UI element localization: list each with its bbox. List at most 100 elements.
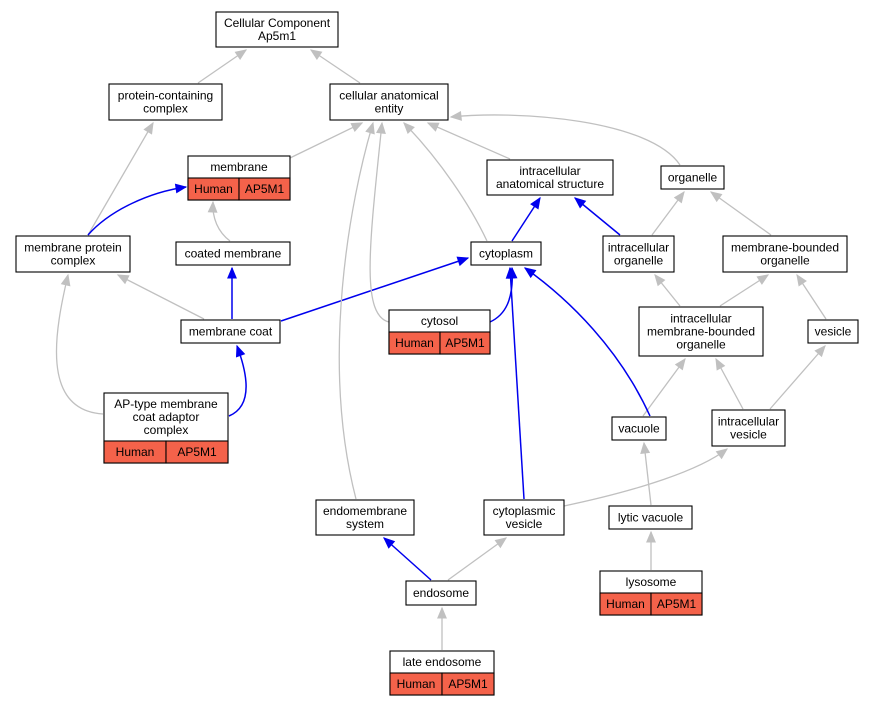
gene-label: AP5M1 xyxy=(177,445,217,459)
edge-membrane-protein-complex-to-membrane xyxy=(87,183,188,236)
node-label-line: membrane protein xyxy=(24,241,121,255)
node-vacuole[interactable]: vacuole xyxy=(611,416,667,441)
arrowhead xyxy=(673,190,685,204)
node-endosome[interactable]: endosome xyxy=(405,580,477,606)
node-label-line: late endosome xyxy=(403,655,482,669)
edge-line xyxy=(447,537,507,581)
edge-intracellular-organelle-to-organelle xyxy=(651,190,685,236)
node-box xyxy=(807,319,859,344)
node-label-line: membrane coat xyxy=(189,325,273,339)
node-organelle[interactable]: organelle xyxy=(660,165,725,190)
node-box xyxy=(483,499,565,536)
edge-line xyxy=(769,345,826,410)
gene-label: AP5M1 xyxy=(245,182,285,196)
gene-label: AP5M1 xyxy=(657,597,697,611)
node-vesicle[interactable]: vesicle xyxy=(807,319,859,344)
edge-intracellular-anatomical-structure-to-cellular-anatomical-entity xyxy=(426,122,511,160)
edge-protein-containing-complex-to-root xyxy=(197,49,248,84)
node-label-line: entity xyxy=(375,102,404,116)
species-label: Human xyxy=(395,336,434,350)
node-box xyxy=(711,409,786,447)
arrowhead xyxy=(530,196,541,210)
edge-endomembrane-system-to-cellular-anatomical-entity xyxy=(338,121,375,500)
edge-line xyxy=(55,274,104,415)
arrowhead xyxy=(235,344,246,358)
node-box xyxy=(175,241,291,266)
node-label-line: vesicle xyxy=(506,517,543,531)
edge-line xyxy=(509,267,525,500)
node-label-line: intracellular xyxy=(718,415,779,429)
edge-intracellular-vesicle-to-intracellular-membrane-bounded-organelle xyxy=(715,357,744,410)
arrowhead xyxy=(709,191,723,203)
edge-line xyxy=(87,186,187,236)
node-box xyxy=(215,11,339,48)
edge-membrane-protein-complex-to-protein-containing-complex xyxy=(87,121,154,236)
edge-cellular-anatomical-entity-to-root xyxy=(309,49,361,84)
node-coated-membrane[interactable]: coated membrane xyxy=(175,241,291,266)
edge-intracellular-membrane-bounded-organelle-to-membrane-bounded-organelle xyxy=(719,274,770,307)
arrowhead xyxy=(796,273,807,287)
edge-vesicle-to-membrane-bounded-organelle xyxy=(796,273,827,320)
node-box xyxy=(329,83,449,121)
arrowhead xyxy=(640,441,651,454)
node-label-line: lysosome xyxy=(626,575,677,589)
gene-cell xyxy=(650,592,703,616)
edge-organelle-to-cellular-anatomical-entity xyxy=(449,111,681,166)
node-label-line: coated membrane xyxy=(185,247,282,261)
node-box xyxy=(486,159,614,196)
node-box xyxy=(405,580,477,606)
arrowhead xyxy=(207,200,218,213)
node-box xyxy=(180,319,281,344)
edge-intracellular-organelle-to-intracellular-anatomical-structure xyxy=(573,197,621,236)
arrowhead xyxy=(403,122,415,134)
node-label-line: organelle xyxy=(614,254,664,268)
node-cytoplasm[interactable]: cytoplasm xyxy=(470,241,542,266)
edge-line xyxy=(563,448,728,507)
arrowhead xyxy=(715,448,729,460)
edge-line xyxy=(524,267,651,417)
arrowhead xyxy=(523,267,537,279)
arrowhead xyxy=(174,183,188,194)
arrowhead xyxy=(573,197,587,209)
node-box xyxy=(602,235,675,273)
arrowhead xyxy=(350,122,364,132)
edge-cytosol-to-cellular-anatomical-entity xyxy=(369,121,390,323)
node-label-line: cytoplasmic xyxy=(493,504,556,518)
edge-lytic-vacuole-to-vacuole xyxy=(640,441,652,506)
edge-line xyxy=(403,122,488,242)
gene-cell xyxy=(165,440,229,464)
arrowhead xyxy=(383,537,396,549)
edge-membrane-coat-to-membrane-protein-complex xyxy=(116,274,205,320)
edge-membrane-coat-to-coated-membrane xyxy=(227,266,237,319)
gene-label: AP5M1 xyxy=(448,677,488,691)
node-lytic-vacuole[interactable]: lytic vacuole xyxy=(608,505,693,530)
arrowhead xyxy=(234,49,248,61)
arrowhead xyxy=(756,274,770,285)
edge-endosome-to-endomembrane-system xyxy=(383,537,432,581)
arrowhead xyxy=(376,121,386,134)
edge-line xyxy=(369,122,390,323)
node-membrane-coat[interactable]: membrane coat xyxy=(180,319,281,344)
node-box xyxy=(638,306,764,357)
arrowhead xyxy=(426,122,440,132)
